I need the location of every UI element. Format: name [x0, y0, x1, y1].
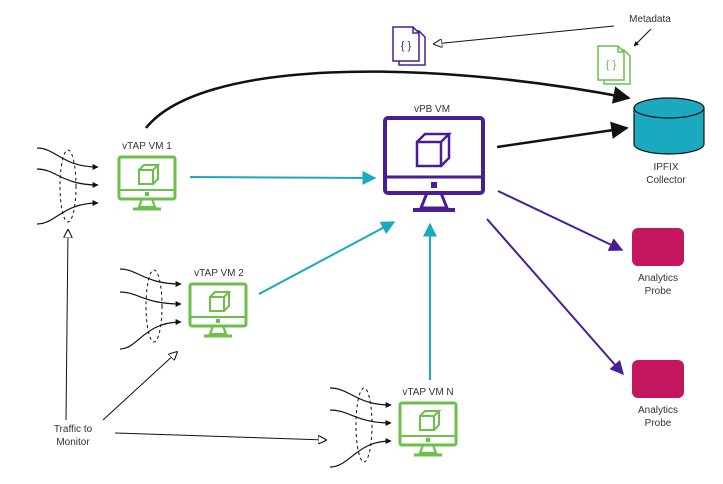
vtap-vm-1-label: vTAP VM 1 [122, 141, 172, 152]
analytics-probe-2-icon [632, 360, 684, 398]
vpb-vm-label: vPB VM [414, 104, 450, 115]
vtap-vm-2-label: vTAP VM 2 [194, 268, 244, 279]
traffic-arrow-to-bundle-n [114, 432, 326, 440]
traffic-arrow-to-bundle-1 [66, 230, 68, 421]
svg-text:{ }: { } [606, 59, 617, 71]
traffic-bundle-n [329, 387, 392, 468]
json-document-icon: { } [392, 26, 426, 66]
analytics-probe-1-label-line1: Analytics [638, 273, 678, 284]
svg-text:{ }: { } [401, 40, 412, 52]
traffic-label-line2: Monitor [56, 437, 90, 448]
traffic-bundle-1 [36, 147, 99, 225]
vtap1-to-vpb-arrow [189, 170, 377, 185]
traffic-arrow-to-bundle-2 [102, 352, 177, 421]
vpb-monitor-cube-icon [383, 116, 485, 212]
analytics-probe-2-label-line1: Analytics [638, 405, 678, 416]
vtap1-to-ipfix-arrow [145, 70, 631, 129]
ipfix-label-line2: Collector [646, 175, 686, 186]
vtap-vm-n-label: vTAP VM N [402, 387, 453, 398]
vtap-n-monitor-cube-icon [398, 401, 458, 457]
vpb-to-probe1-arrow [497, 190, 624, 251]
ipfix-label-line1: IPFIX [653, 162, 678, 173]
database-cylinder-icon [633, 97, 705, 155]
analytics-probe-1-label-line2: Probe [645, 286, 672, 297]
traffic-bundle-2 [119, 268, 182, 350]
traffic-label-line1: Traffic to [54, 424, 93, 435]
metadata-label: Metadata [629, 14, 671, 25]
json-document-icon: { } [597, 45, 631, 85]
vpb-to-ipfix-arrow [496, 121, 629, 149]
vtap-1-monitor-cube-icon [117, 155, 177, 211]
analytics-probe-2-label-line2: Probe [645, 418, 672, 429]
metadata-arrow-to-green-doc [633, 28, 652, 47]
vpb-to-probe2-arrow [486, 218, 624, 376]
analytics-probe-1-icon [632, 228, 684, 266]
vtap-2-monitor-cube-icon [188, 282, 248, 338]
vtap2-to-vpb-arrow [258, 221, 396, 295]
metadata-arrow-to-purple-doc [434, 25, 615, 44]
